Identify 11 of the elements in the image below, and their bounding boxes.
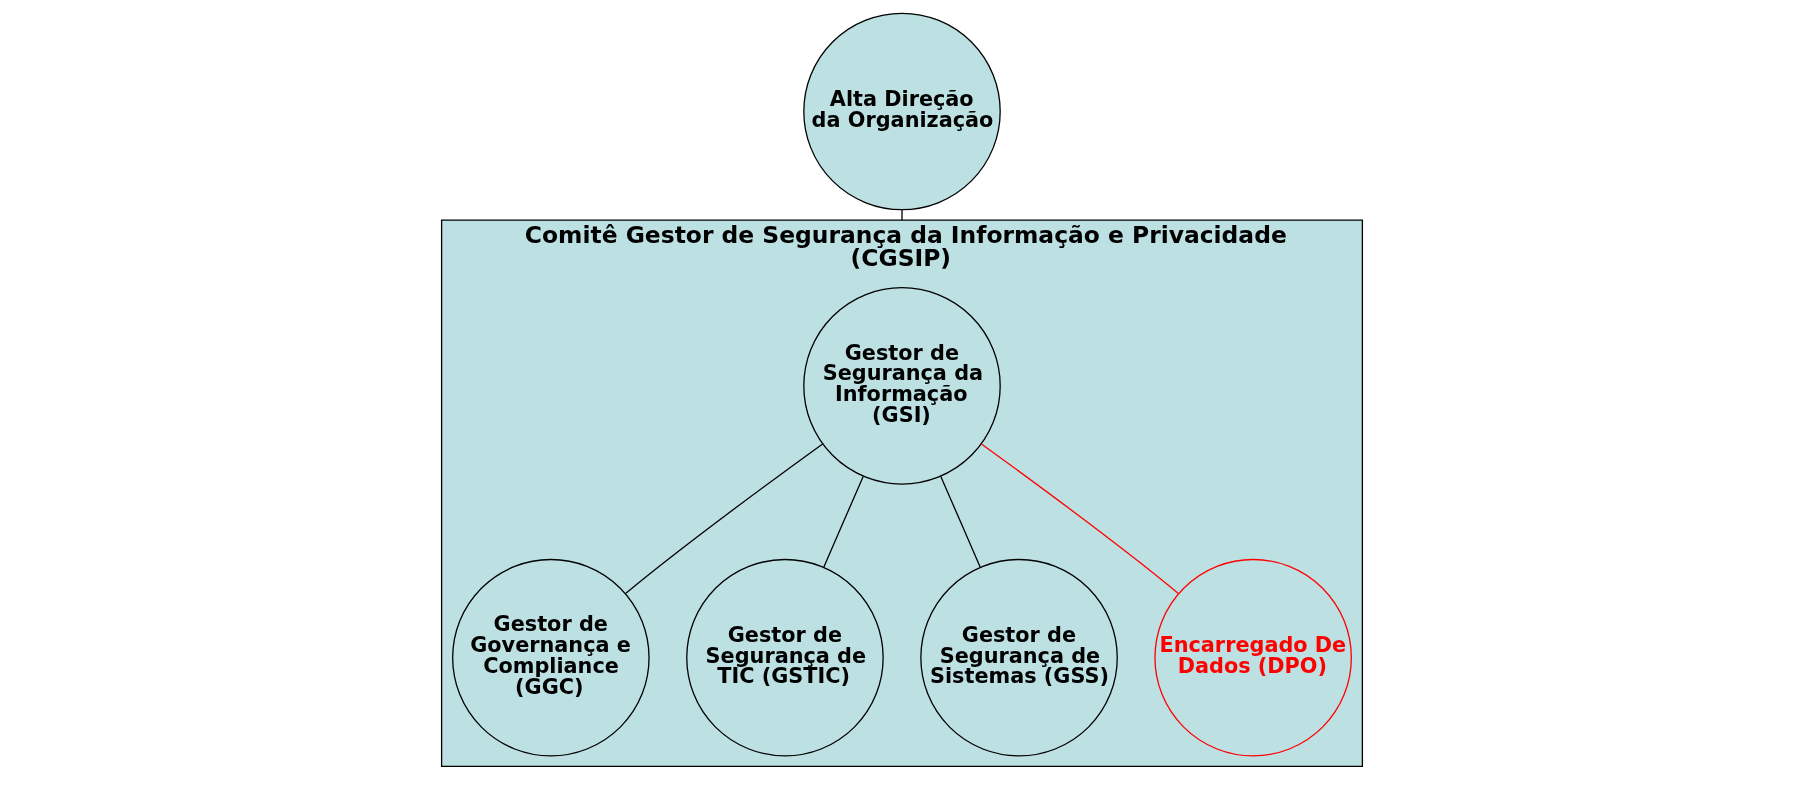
- connector: [940, 475, 981, 569]
- node-circle: Gestor de Governança e Compliance (GGC): [452, 558, 650, 757]
- node-circle: Encarregado De Dados (DPO): [1154, 558, 1352, 757]
- node-circle: Alta Direção da Organização: [803, 12, 1001, 211]
- connector: [980, 443, 1179, 594]
- node-circle: Gestor de Segurança da Informação (GSI): [803, 287, 1001, 485]
- connector: [823, 475, 864, 569]
- connector: [901, 209, 903, 221]
- node-circle: Gestor de Segurança de TIC (GSTIC): [686, 558, 884, 757]
- connector: [625, 443, 824, 594]
- node-circle: Gestor de Segurança de Sistemas (GSS): [920, 558, 1118, 757]
